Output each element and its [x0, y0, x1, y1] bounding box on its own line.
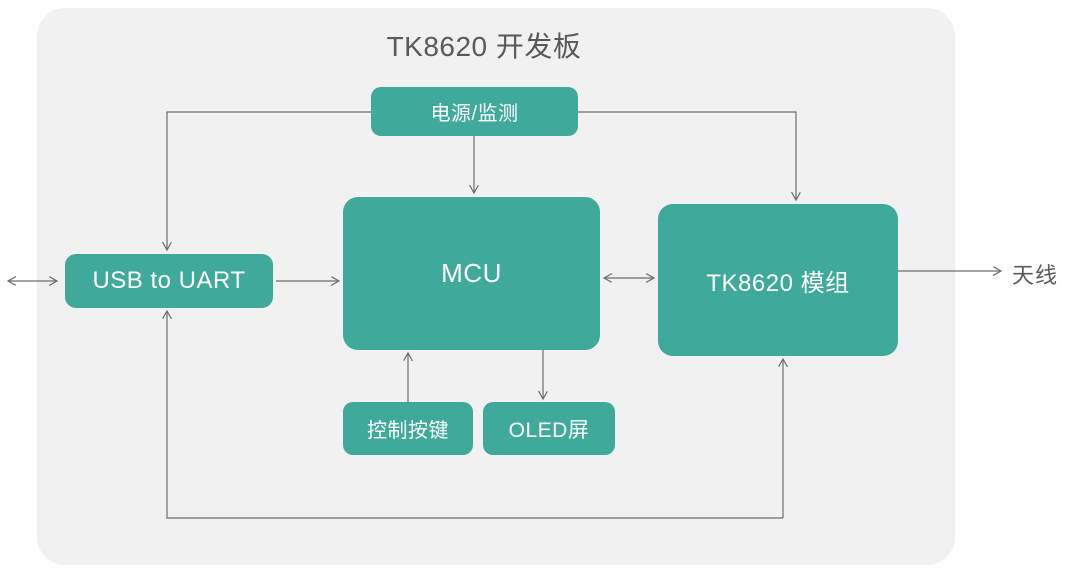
antenna-label: 天线	[1012, 263, 1059, 288]
node-usb-to-uart: USB to UART	[65, 254, 273, 308]
node-control-buttons: 控制按键	[343, 402, 473, 455]
diagram-title: TK8620 开发板	[386, 31, 582, 62]
node-mcu: MCU	[343, 197, 600, 350]
node-power-monitor: 电源/监测	[371, 87, 578, 136]
node-tk8620-module: TK8620 模组	[658, 204, 898, 356]
node-oled-screen: OLED屏	[483, 402, 615, 455]
